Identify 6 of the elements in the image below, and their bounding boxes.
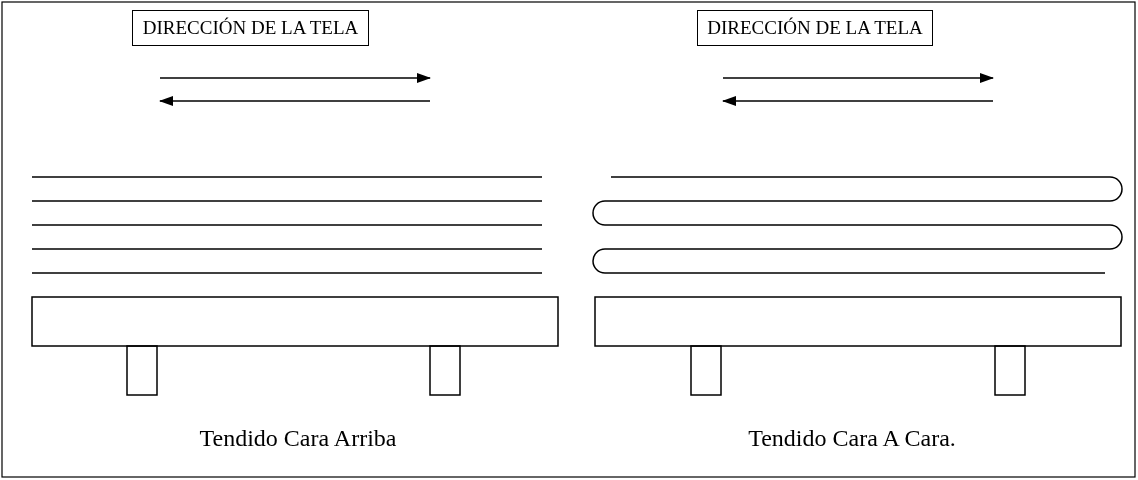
box-title: DIRECCIÓN DE LA TELA bbox=[707, 17, 923, 39]
label-box bbox=[132, 10, 369, 46]
label-box bbox=[697, 10, 933, 46]
box-title: DIRECCIÓN DE LA TELA bbox=[142, 17, 359, 39]
panel-caption: Tendido Cara Arriba bbox=[199, 425, 397, 452]
panel-caption: Tendido Cara A Cara. bbox=[748, 425, 956, 452]
